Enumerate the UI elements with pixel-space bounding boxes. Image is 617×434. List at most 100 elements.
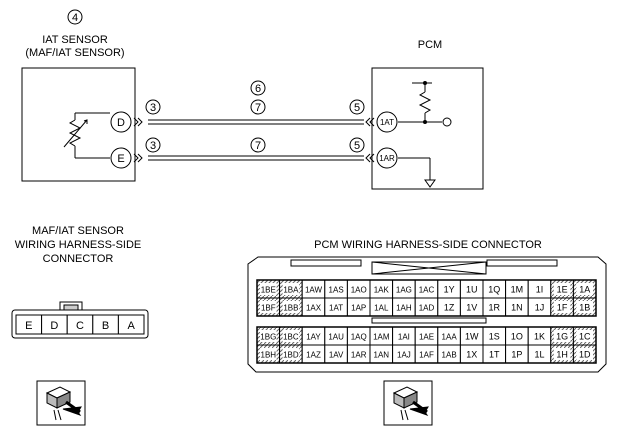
- svg-text:1AR: 1AR: [351, 351, 367, 360]
- svg-text:1AY: 1AY: [306, 333, 321, 342]
- svg-text:3: 3: [150, 102, 156, 114]
- pcm-connector-pin: 1AT: [324, 297, 348, 317]
- pcm-connector-pin: 1AY: [301, 326, 326, 346]
- pcm-connector-pin: 1Y: [437, 279, 461, 299]
- sensor-title: IAT SENSOR: [42, 34, 108, 46]
- svg-text:1AM: 1AM: [373, 333, 390, 342]
- pcm-connector-pin: 1BB: [279, 297, 303, 317]
- pcm-connector-pin: 1Z: [437, 297, 461, 317]
- sensor-connector-pin: B: [92, 314, 119, 335]
- pcm-connector-pin: 1AL: [369, 297, 394, 317]
- svg-text:1Z: 1Z: [444, 303, 455, 313]
- svg-text:1BB: 1BB: [283, 304, 298, 313]
- svg-text:A: A: [128, 320, 136, 332]
- pcm-connector-pin: 1AB: [437, 344, 461, 364]
- svg-text:1AZ: 1AZ: [306, 351, 321, 360]
- pcm-connector-pin: 1AE: [414, 326, 439, 346]
- pcm-connector-pin: 1T: [482, 344, 507, 364]
- thermistor-symbol: [63, 112, 110, 159]
- sensor-connector-pin: C: [66, 314, 94, 335]
- pcm-connector-pin: 1G: [550, 326, 574, 346]
- svg-text:1AW: 1AW: [305, 286, 322, 295]
- svg-text:1L: 1L: [534, 350, 544, 360]
- pcm-connector-pin: 1AI: [392, 326, 416, 346]
- pcm-connector-pin: 1L: [527, 344, 552, 364]
- pcm-connector-pin: 1AS: [324, 279, 348, 299]
- wire-upper: [148, 119, 364, 125]
- svg-text:1C: 1C: [579, 332, 591, 342]
- svg-text:1AT: 1AT: [380, 118, 394, 127]
- pcm-connector-caption: PCM WIRING HARNESS-SIDE CONNECTOR: [314, 239, 542, 251]
- pcm-terminal-1at: 1AT: [376, 111, 398, 133]
- pcm-title: PCM: [418, 39, 442, 51]
- pcm-connector-pin: 1BA: [279, 279, 303, 299]
- pcm-connector-pin: 1BF: [256, 297, 281, 317]
- pcm-pullup-resistor: [398, 82, 452, 127]
- svg-text:1J: 1J: [535, 303, 545, 313]
- pcm-connector-pin: 1BE: [256, 279, 281, 299]
- svg-text:7: 7: [255, 102, 261, 114]
- pcm-connector-pin: 1AU: [324, 326, 348, 346]
- svg-text:1AB: 1AB: [442, 351, 457, 360]
- marker-sensor-lower: 3: [145, 137, 161, 153]
- svg-text:1B: 1B: [579, 303, 590, 313]
- sensor-subtitle: (MAF/IAT SENSOR): [25, 47, 124, 59]
- marker-middle-lower: 7: [250, 137, 266, 153]
- svg-text:1A: 1A: [579, 285, 590, 295]
- svg-text:1M: 1M: [511, 285, 524, 295]
- pcm-connector-pin: 1AD: [414, 297, 439, 317]
- pcm-connector-pin: 1C: [572, 326, 597, 346]
- ground-symbol: [398, 157, 436, 188]
- pcm-connector-pin: 1W: [459, 326, 484, 346]
- svg-text:1Y: 1Y: [444, 285, 455, 295]
- svg-text:E: E: [25, 320, 32, 332]
- pcm-connector-pin: 1AV: [324, 344, 348, 364]
- sensor-terminal-e: E: [110, 147, 132, 169]
- svg-text:1I: 1I: [536, 285, 544, 295]
- pcm-terminal-1ar: 1AR: [376, 147, 398, 169]
- svg-text:1BD: 1BD: [283, 351, 299, 360]
- pcm-connector-pin: 1AO: [346, 279, 371, 299]
- pcm-side-connector-marks: [365, 117, 375, 163]
- svg-text:B: B: [102, 320, 109, 332]
- svg-text:5: 5: [354, 102, 360, 114]
- pcm-connector-pin: 1X: [459, 344, 484, 364]
- pcm-connector-pin: 1D: [572, 344, 597, 364]
- marker-middle-upper: 7: [250, 99, 266, 115]
- svg-text:1AA: 1AA: [442, 333, 458, 342]
- svg-text:1K: 1K: [534, 332, 545, 342]
- svg-text:1U: 1U: [466, 285, 478, 295]
- svg-text:1AR: 1AR: [379, 154, 395, 163]
- pcm-connector-pin: 1AP: [346, 297, 371, 317]
- pcm-connector-pin: 1B: [572, 297, 597, 317]
- marker-middle-upper-top: 6: [250, 80, 266, 96]
- pcm-connector-pin: 1E: [550, 279, 574, 299]
- svg-text:D: D: [50, 320, 58, 332]
- svg-text:1AC: 1AC: [419, 286, 435, 295]
- svg-text:1BA: 1BA: [283, 286, 299, 295]
- svg-text:1R: 1R: [489, 303, 501, 313]
- svg-text:1G: 1G: [556, 332, 568, 342]
- pcm-connector-pin: 1AR: [346, 344, 371, 364]
- pcm-connector-pin: 1V: [459, 297, 484, 317]
- pcm-connector-pin: 1H: [550, 344, 574, 364]
- svg-text:1AO: 1AO: [351, 286, 367, 295]
- svg-text:1N: 1N: [511, 303, 523, 313]
- pcm-connector-pin: 1A: [572, 279, 597, 299]
- pcm-connector-pin: 1AA: [437, 326, 461, 346]
- pcm-connector-pin: 1AX: [301, 297, 326, 317]
- sensor-number-marker: 4: [67, 9, 83, 25]
- pcm-connector: [247, 256, 607, 373]
- pcm-connector-pin: 1BG: [256, 326, 281, 346]
- svg-text:1AN: 1AN: [374, 351, 390, 360]
- svg-text:1D: 1D: [579, 350, 591, 360]
- marker-pcm-upper: 5: [349, 99, 365, 115]
- pcm-connector-pin: 1BD: [279, 344, 303, 364]
- pcm-connector-pin: 1BC: [279, 326, 303, 346]
- harness-side-view-icon: [36, 380, 86, 426]
- pcm-connector-pin: 1F: [550, 297, 574, 317]
- svg-text:1BG: 1BG: [260, 333, 276, 342]
